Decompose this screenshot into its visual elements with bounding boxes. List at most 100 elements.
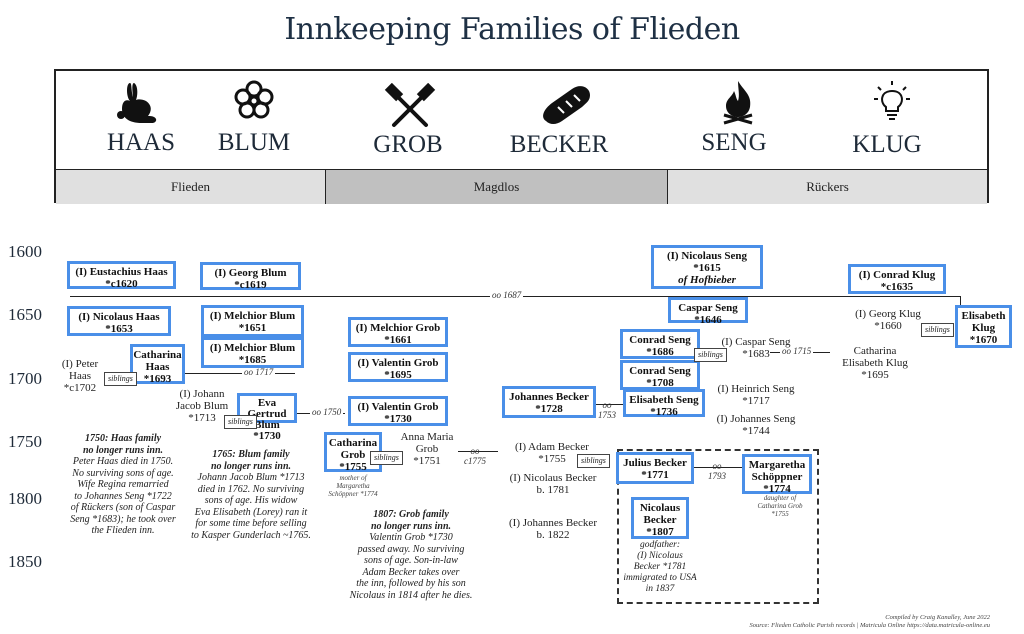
person-date: *1686 xyxy=(646,346,674,358)
person-conrad-seng-1708[interactable]: Conrad Seng *1708 xyxy=(620,360,700,390)
person-name: (I) Melchior Blum xyxy=(209,342,296,354)
siblings-tag: siblings xyxy=(921,323,954,337)
person-catharina-elisabeth-klug[interactable]: Catharina Elisabeth Klug *1695 xyxy=(842,345,908,381)
person-date: *1685 xyxy=(238,354,267,366)
haas-note-body: Peter Haas died in 1750. No surviving so… xyxy=(70,456,176,536)
person-date: *1670 xyxy=(969,334,998,346)
person-nicolaus-seng[interactable]: (I) Nicolaus Seng *1615 of Hofbieber xyxy=(651,245,763,289)
becker-family-box xyxy=(617,449,819,604)
person-julius-becker[interactable]: Julius Becker *1771 xyxy=(616,452,694,484)
year-label: 1600 xyxy=(8,242,42,261)
person-date: *1807 xyxy=(646,526,674,538)
person-nicolaus-haas[interactable]: (I) Nicolaus Haas *1653 xyxy=(67,306,171,336)
person-name: (I) Eustachius Haas xyxy=(75,266,168,278)
crossed-hammers-icon xyxy=(384,83,436,127)
person-caspar-seng[interactable]: Caspar Seng *1646 xyxy=(668,297,748,326)
person-valentin-grob-1730[interactable]: (I) Valentin Grob *1730 xyxy=(348,396,448,426)
marriage-line xyxy=(594,404,624,405)
person-name: (I) Nicolaus Haas xyxy=(78,311,160,323)
person-johannes-becker-1822[interactable]: (I) Johannes Becker b. 1822 xyxy=(509,517,597,541)
person-date: *1771 xyxy=(641,469,669,481)
region-magdlos: Magdlos xyxy=(326,170,668,204)
godfather-note: godfather: (I) Nicolaus Becker *1781 imm… xyxy=(623,540,697,594)
person-nicolaus-becker[interactable]: Nicolaus Becker *1807 xyxy=(631,497,689,539)
person-date: *c1620 xyxy=(105,278,138,290)
marriage-label: oo 1715 xyxy=(780,346,814,356)
person-margaretha-schoppner[interactable]: Margaretha Schöppner *1774 xyxy=(742,454,812,495)
grob-note: 1807: Grob family no longer runs inn. Va… xyxy=(336,509,486,601)
person-catharina-grob[interactable]: Catharina Grob *1755 xyxy=(324,432,382,473)
person-date: *1661 xyxy=(384,334,412,346)
connector-line xyxy=(960,296,961,308)
person-melchior-blum-1685[interactable]: (I) Melchior Blum *1685 xyxy=(201,337,304,368)
person-nicolaus-becker-1781[interactable]: (I) Nicolaus Becker b. 1781 xyxy=(509,472,597,496)
person-adam-becker[interactable]: (I) Adam Becker *1755 xyxy=(515,441,589,465)
person-name: Julius Becker xyxy=(623,457,687,469)
person-johannes-seng[interactable]: (I) Johannes Seng *1744 xyxy=(716,413,796,437)
person-anna-maria-grob[interactable]: Anna Maria Grob *1751 xyxy=(400,431,454,467)
person-melchior-grob[interactable]: (I) Melchior Grob *1661 xyxy=(348,317,448,347)
marriage-line xyxy=(175,373,295,374)
family-seng: SENG xyxy=(701,129,767,156)
blum-note-heading: 1765: Blum family no longer runs inn. xyxy=(210,449,292,472)
haas-note-heading: 1750: Haas family no longer runs inn. xyxy=(82,433,164,456)
person-heinrich-seng[interactable]: (I) Heinrich Seng *1717 xyxy=(717,383,795,407)
person-valentin-grob[interactable]: (I) Valentin Grob *1695 xyxy=(348,352,448,382)
person-name: Nicolaus Becker xyxy=(639,502,681,526)
region-bar: Flieden Magdlos Rückers xyxy=(56,169,987,204)
person-johannes-becker[interactable]: Johannes Becker *1728 xyxy=(502,386,596,418)
family-klug: KLUG xyxy=(852,131,922,158)
person-name: Elisabeth Seng xyxy=(629,394,699,406)
family-blum: BLUM xyxy=(217,129,291,156)
person-peter-haas[interactable]: (I) Peter Haas *c1702 xyxy=(61,358,99,394)
person-name: (I) Melchior Blum xyxy=(209,310,296,322)
lightbulb-icon xyxy=(874,81,910,120)
page-title: Innkeeping Families of Flieden xyxy=(284,12,740,47)
person-name: Elisabeth Klug xyxy=(961,310,1006,334)
person-caspar-seng-1683[interactable]: (I) Caspar Seng *1683 xyxy=(721,336,791,360)
family-becker: BECKER xyxy=(509,131,609,158)
marriage-line xyxy=(694,467,744,468)
person-name: Eva Gertrud Blum xyxy=(247,397,287,431)
person-date: *c1635 xyxy=(880,281,914,293)
person-name: (I) Georg Blum xyxy=(214,267,287,279)
marriage-label: oo 1717 xyxy=(242,367,276,377)
siblings-tag: siblings xyxy=(577,454,610,468)
person-johann-jacob-blum[interactable]: (I) Johann Jacob Blum *1713 xyxy=(175,388,229,424)
grob-note-heading: 1807: Grob family no longer runs inn. xyxy=(370,509,452,532)
region-ruckers: Rückers xyxy=(668,170,987,204)
marriage-label: oo 1793 xyxy=(708,461,726,481)
person-melchior-blum[interactable]: (I) Melchior Blum *1651 xyxy=(201,305,304,337)
person-date: *1730 xyxy=(253,430,281,442)
year-label: 1850 xyxy=(8,552,42,571)
blum-note-body: Johann Jacob Blum *1713 died in 1762. No… xyxy=(191,472,311,541)
grob-note-body: Valentin Grob *1730 passed away. No surv… xyxy=(349,532,473,601)
person-eustachius-haas[interactable]: (I) Eustachius Haas *c1620 xyxy=(67,261,176,290)
person-elisabeth-klug[interactable]: Elisabeth Klug *1670 xyxy=(955,305,1012,348)
person-name: (I) Conrad Klug xyxy=(858,269,936,281)
family-header: HAAS BLUM GROB BECKER SENG KLUG Flieden … xyxy=(54,69,989,204)
family-haas: HAAS xyxy=(106,129,176,156)
blum-note: 1765: Blum family no longer runs inn. Jo… xyxy=(180,449,322,541)
credits: Compiled by Craig Kanalley, June 2022 So… xyxy=(750,614,990,630)
marriage-label: oo 1687 xyxy=(490,290,524,300)
person-date: *1755 xyxy=(339,461,367,473)
person-date: *1646 xyxy=(694,314,722,326)
person-conrad-seng[interactable]: Conrad Seng *1686 xyxy=(620,329,700,359)
person-conrad-klug[interactable]: (I) Conrad Klug *c1635 xyxy=(848,264,946,294)
mother-note: mother of Margaretha Schöppner *1774 xyxy=(328,474,378,498)
person-date: *1728 xyxy=(535,403,563,415)
person-origin: of Hofbieber xyxy=(678,274,736,286)
person-georg-klug[interactable]: (I) Georg Klug *1660 xyxy=(855,308,921,332)
person-name: Margaretha Schöppner xyxy=(748,459,806,483)
person-name: (I) Melchior Grob xyxy=(355,322,441,334)
fire-icon xyxy=(723,81,753,125)
person-georg-blum[interactable]: (I) Georg Blum *c1619 xyxy=(200,262,301,291)
marriage-label: oo 1753 xyxy=(598,400,616,420)
person-catharina-haas[interactable]: Catharina Haas *1693 xyxy=(130,344,185,385)
person-date: *1615 xyxy=(693,262,721,274)
siblings-tag: siblings xyxy=(104,372,137,386)
person-elisabeth-seng[interactable]: Elisabeth Seng *1736 xyxy=(623,389,705,418)
bread-icon xyxy=(543,86,590,124)
person-name: (I) Valentin Grob xyxy=(357,401,439,413)
